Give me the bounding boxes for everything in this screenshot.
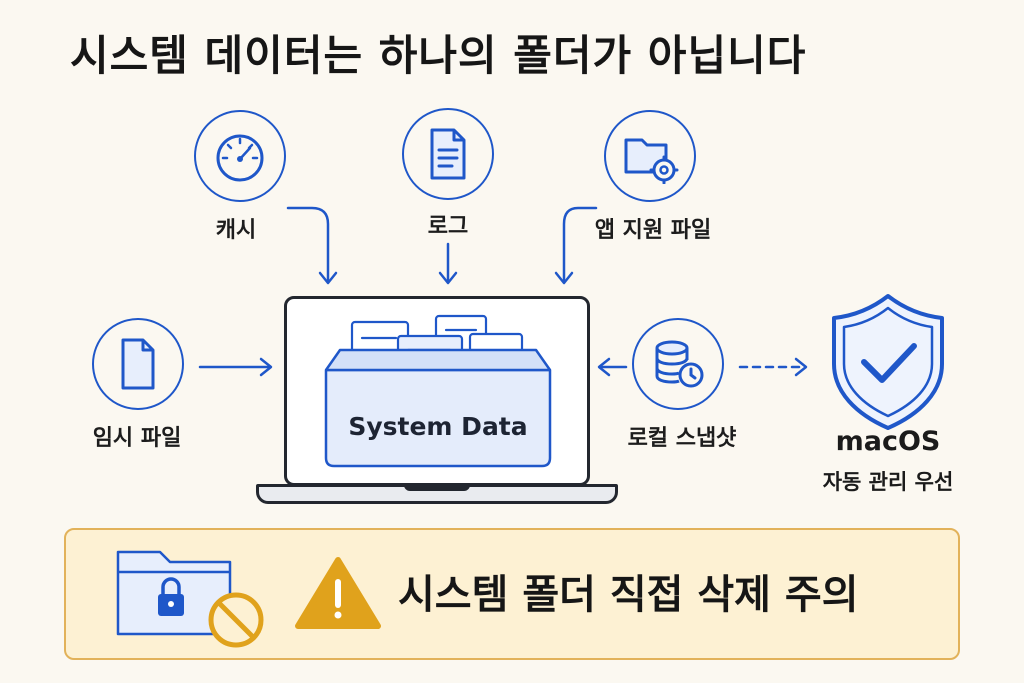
- app-support-icon-circle: [604, 110, 696, 202]
- warning-icon: [295, 557, 381, 629]
- laptop-notch: [404, 484, 470, 491]
- snapshots-label: 로컬 스냅샷: [627, 426, 737, 451]
- logs-icon-circle: [402, 108, 494, 200]
- snapshots-icon-circle: [632, 318, 724, 410]
- warning-text: 시스템 폴더 직접 삭제 주의: [398, 572, 859, 618]
- cache-icon-circle: [194, 110, 286, 202]
- macos-title: macOS: [835, 426, 941, 457]
- cache-label: 캐시: [215, 218, 257, 243]
- temp-icon-circle: [92, 318, 184, 410]
- locked-folder-icon: [116, 550, 232, 636]
- temp-label: 임시 파일: [92, 426, 182, 451]
- app-support-label: 앱 지원 파일: [594, 218, 712, 243]
- document-icon: [430, 128, 466, 180]
- arrow-app-support: [562, 206, 598, 284]
- arrow-cache: [286, 206, 330, 284]
- logs-label: 로그: [427, 214, 469, 239]
- gauge-icon: [216, 134, 264, 182]
- page-title: 시스템 데이터는 하나의 폴더가 아닙니다: [70, 31, 807, 80]
- file-icon: [121, 338, 155, 390]
- database-clock-icon: [655, 340, 704, 388]
- folder-gear-icon: [624, 138, 679, 184]
- system-data-label: System Data: [348, 412, 528, 441]
- macos-subtitle: 자동 관리 우선: [822, 470, 954, 494]
- prohibited-icon: [208, 592, 264, 648]
- data-box: [324, 368, 552, 468]
